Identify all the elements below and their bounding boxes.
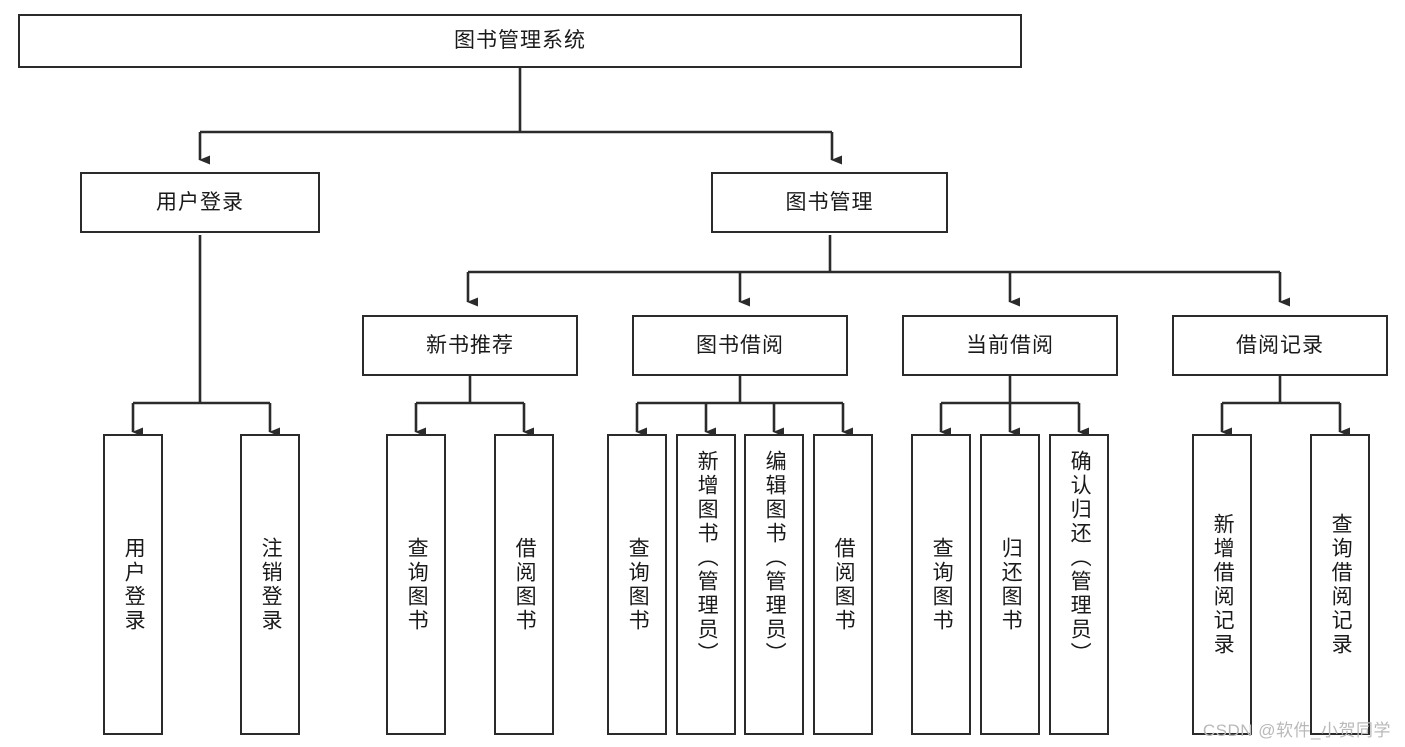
leaf-new-book-query-books[interactable]: 查询图书 [386,434,446,735]
node-label: 归还图书 [999,536,1023,633]
leaf-book-borrow-query-books[interactable]: 查询图书 [607,434,667,735]
node-current-borrow[interactable]: 当前借阅 [902,315,1118,376]
node-book-borrow[interactable]: 图书借阅 [632,315,848,376]
node-user-login[interactable]: 用户登录 [80,172,320,233]
leaf-current-borrow-query-books[interactable]: 查询图书 [911,434,971,735]
leaf-current-borrow-confirm-return-admin[interactable]: 确认归还（管理员） [1049,434,1109,735]
leaf-user-login-signin[interactable]: 用户登录 [103,434,163,735]
node-label: 查询借阅记录 [1329,512,1353,657]
node-label: 查询图书 [405,536,429,633]
leaf-book-borrow-edit-book-admin[interactable]: 编辑图书（管理员） [744,434,804,735]
node-label: 查询图书 [930,536,954,633]
node-label: 新书推荐 [426,333,514,357]
node-book-management[interactable]: 图书管理 [711,172,948,233]
leaf-current-borrow-return-books[interactable]: 归还图书 [980,434,1040,735]
node-label: 当前借阅 [966,333,1054,357]
node-new-book-recommend[interactable]: 新书推荐 [362,315,578,376]
node-label: 用户登录 [122,536,146,633]
node-label: 图书管理 [785,190,874,214]
node-label: 图书借阅 [696,333,784,357]
node-label: 借阅图书 [832,536,856,633]
watermark-text: CSDN @软件_小贺同学 [1202,721,1391,740]
leaf-user-login-signout[interactable]: 注销登录 [240,434,300,735]
node-label: 注销登录 [259,536,283,633]
node-root-book-management-system[interactable]: 图书管理系统 [18,14,1022,68]
node-label: 确认归还（管理员） [1068,450,1092,666]
leaf-new-book-borrow-books[interactable]: 借阅图书 [494,434,554,735]
node-label: 新增图书（管理员） [695,450,719,666]
leaf-book-borrow-add-book-admin[interactable]: 新增图书（管理员） [676,434,736,735]
node-label: 借阅记录 [1236,333,1324,357]
node-label: 新增借阅记录 [1211,512,1235,657]
node-label: 借阅图书 [513,536,537,633]
leaf-book-borrow-borrow-books[interactable]: 借阅图书 [813,434,873,735]
leaf-borrow-record-query-record[interactable]: 查询借阅记录 [1310,434,1370,735]
node-label: 图书管理系统 [454,29,586,53]
leaf-borrow-record-add-record[interactable]: 新增借阅记录 [1192,434,1252,735]
node-label: 用户登录 [156,190,244,214]
node-label: 编辑图书（管理员） [763,450,787,666]
node-borrow-record[interactable]: 借阅记录 [1172,315,1388,376]
node-label: 查询图书 [626,536,650,633]
